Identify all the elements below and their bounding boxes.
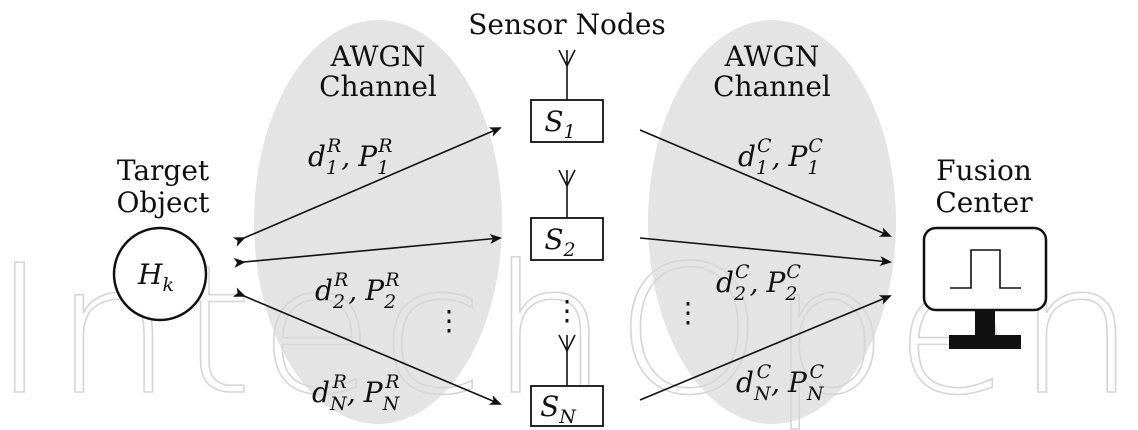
sensor-s2-label: S2 (544, 223, 575, 261)
link-target-sensor2-arrow (233, 233, 502, 268)
sensor-sn-label: SN (540, 390, 577, 428)
channel-left-caption-line1: AWGN (330, 40, 426, 73)
link-sensor1-fusion-arrow (639, 129, 892, 237)
sensor-nodes-title: Sensor Nodes (468, 8, 666, 41)
sensor-node-s2 (530, 217, 604, 261)
sensor-antenna-icon (558, 169, 576, 218)
target-caption-line1: Target (117, 154, 210, 187)
link-label-d2c-p2c: d2C,P2C (716, 261, 801, 305)
fusion-caption-line1: Fusion (936, 154, 1032, 187)
link-sensorn-fusion-arrow (639, 295, 892, 401)
target-caption-line2: Object (116, 186, 210, 219)
channel-left-caption-line2: Channel (319, 70, 437, 103)
sensor-ellipsis-dots: ⋮ (553, 294, 581, 327)
link-label-dnc-pnc: dNC,PNC (736, 361, 825, 405)
sensor-antenna-icon (558, 334, 576, 386)
fusion-center-monitor-icon (922, 226, 1048, 349)
link-label-dnr-pnr: dNR,PNR (312, 371, 401, 415)
link-target-sensor1-arrow (232, 127, 502, 247)
right-channel-ellipsis-dots: ⋮ (674, 296, 702, 329)
channel-right-caption-line1: AWGN (724, 40, 820, 73)
fusion-caption-line2: Center (935, 186, 1033, 219)
target-object-node (112, 226, 208, 322)
target-object-label: Hk (137, 258, 174, 296)
link-sensor2-fusion-arrow (639, 237, 892, 267)
sensor-s1-label: S1 (544, 105, 575, 143)
sensor-node-sn (530, 385, 604, 427)
link-target-sensorn-arrow (232, 287, 502, 405)
sensor-node-s1 (530, 99, 604, 143)
sensor-antenna-icon (558, 49, 576, 100)
left-channel-ellipsis-dots: ⋮ (435, 304, 463, 337)
link-label-d2r-p2r: d2R,P2R (315, 269, 400, 313)
link-label-d1c-p1c: d1C,P1C (738, 135, 823, 179)
channel-right-caption-line2: Channel (713, 70, 831, 103)
link-label-d1r-p1r: d1R,P1R (308, 135, 393, 179)
awgn-channel-right-region (648, 20, 896, 424)
